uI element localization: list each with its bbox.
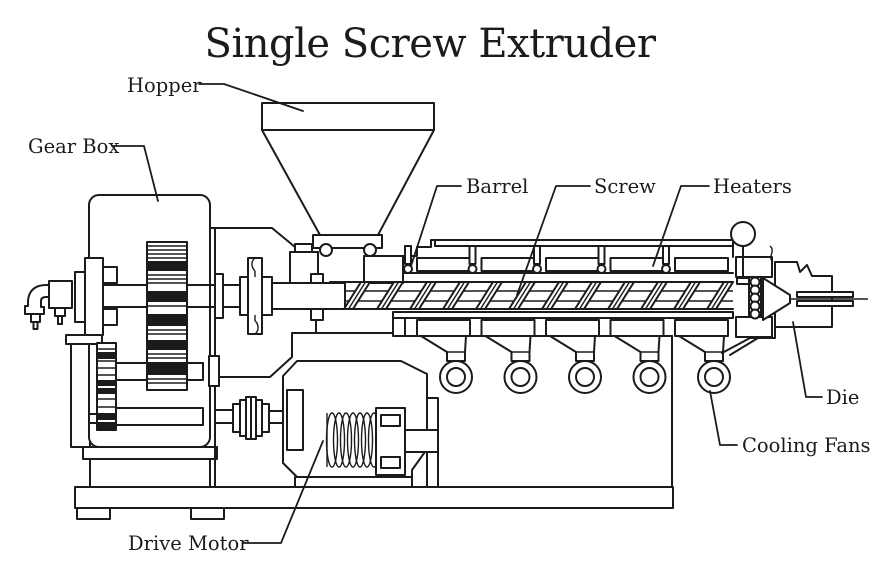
label-gear-box: Gear Box	[28, 135, 119, 158]
leader-heaters	[652, 185, 710, 267]
label-heaters: Heaters	[713, 175, 792, 198]
die-cone	[762, 277, 791, 321]
label-die: Die	[826, 386, 859, 409]
machine-base	[74, 486, 674, 509]
base-foot-right	[190, 507, 225, 520]
drive-motor	[282, 360, 439, 488]
motor-foot	[294, 476, 413, 488]
motor-coupling	[232, 396, 284, 440]
screw-flights	[343, 281, 734, 310]
page-title: Single Screw Extruder	[205, 21, 657, 67]
screw-shaft-and-feed	[186, 239, 436, 335]
gearbox-pedestal-flange	[82, 446, 218, 460]
inlet-elbow-assembly	[24, 257, 149, 345]
leader-lines	[111, 83, 823, 544]
label-drive-motor: Drive Motor	[128, 532, 249, 555]
hopper-shape	[261, 102, 435, 257]
base-foot-left	[76, 507, 111, 520]
leader-cooling-fans	[709, 390, 738, 446]
die-assembly	[721, 221, 868, 356]
gearbox-pedestal	[89, 458, 211, 488]
label-screw: Screw	[594, 175, 656, 198]
leader-die	[792, 321, 823, 398]
die-support	[721, 326, 776, 356]
leader-drive-motor	[242, 440, 324, 544]
thrust-bearing-housing	[84, 257, 104, 336]
barrel-and-screw	[329, 239, 734, 337]
heater-and-fan-sections	[403, 245, 731, 394]
valve-ball-handle	[730, 221, 756, 247]
leader-barrel	[410, 185, 462, 267]
label-hopper: Hopper	[127, 74, 202, 97]
breaker-plate	[748, 276, 762, 320]
main-gear	[146, 241, 188, 391]
pinion-gear	[96, 342, 117, 431]
machine-frame	[74, 335, 674, 520]
part-labels: Hopper Gear Box Barrel Screw Heaters Die…	[28, 74, 871, 555]
leader-gear-box	[111, 145, 159, 202]
label-cooling-fans: Cooling Fans	[742, 434, 871, 457]
barrel-bottom-rail	[392, 311, 734, 319]
leader-hopper	[198, 83, 304, 112]
gear-train	[88, 241, 234, 431]
shaft-coupling	[239, 257, 273, 335]
leader-screw	[516, 185, 591, 296]
barrel-top-rail	[434, 239, 734, 247]
label-barrel: Barrel	[466, 175, 528, 198]
